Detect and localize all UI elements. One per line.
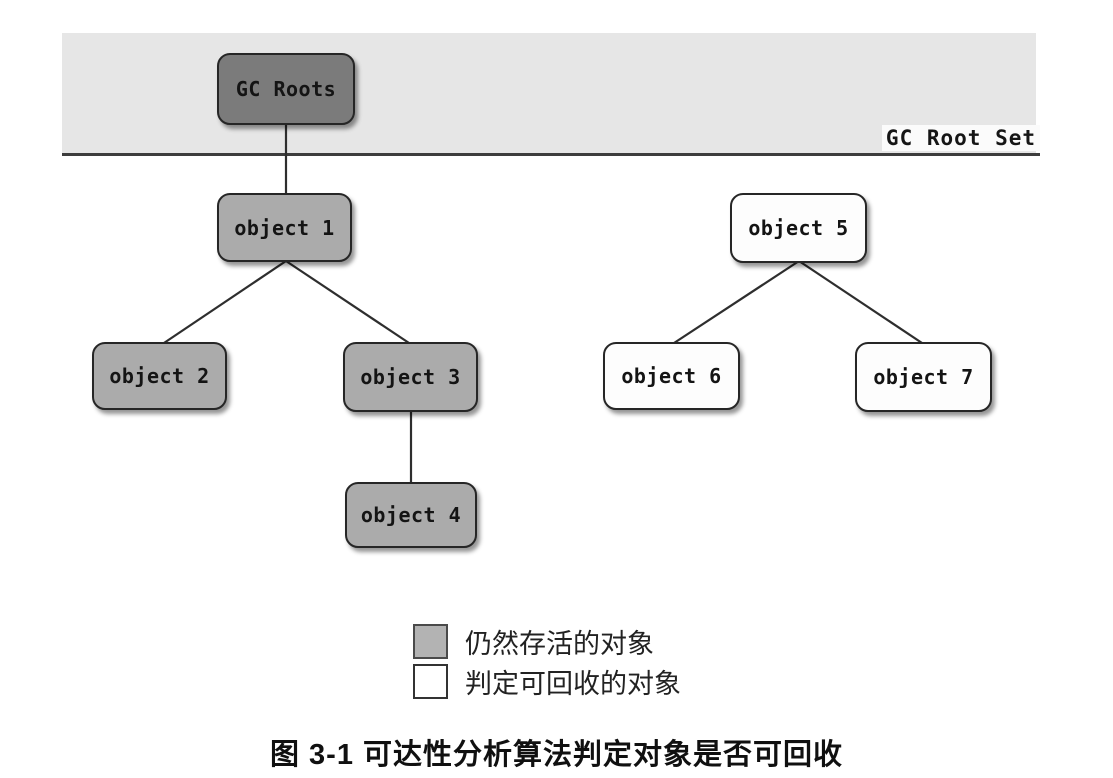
node-object-2: object 2 (92, 342, 227, 410)
node-object-7: object 7 (855, 342, 992, 412)
edge-object5-object7 (798, 260, 926, 346)
gc-root-set-label: GC Root Set (881, 125, 1040, 151)
node-object-5: object 5 (730, 193, 867, 263)
legend-row-alive: 仍然存活的对象 (413, 622, 654, 661)
edge-object1-object2 (160, 260, 287, 346)
node-object-6: object 6 (603, 342, 740, 410)
legend-label-recyclable: 判定可回收的对象 (465, 669, 681, 699)
edge-object1-object3 (285, 260, 413, 346)
legend-label-alive: 仍然存活的对象 (465, 629, 654, 659)
node-object-4: object 4 (345, 482, 477, 548)
edge-object5-object6 (670, 260, 800, 346)
gc-root-set-separator-line (62, 153, 1040, 156)
node-object-3: object 3 (343, 342, 478, 412)
node-gc-roots: GC Roots (217, 53, 355, 125)
legend-swatch-recyclable (413, 664, 448, 699)
legend-swatch-alive (413, 624, 448, 659)
legend-row-recyclable: 判定可回收的对象 (413, 662, 681, 701)
node-object-1: object 1 (217, 193, 352, 262)
figure-caption: 图 3-1 可达性分析算法判定对象是否可回收 (269, 739, 844, 771)
